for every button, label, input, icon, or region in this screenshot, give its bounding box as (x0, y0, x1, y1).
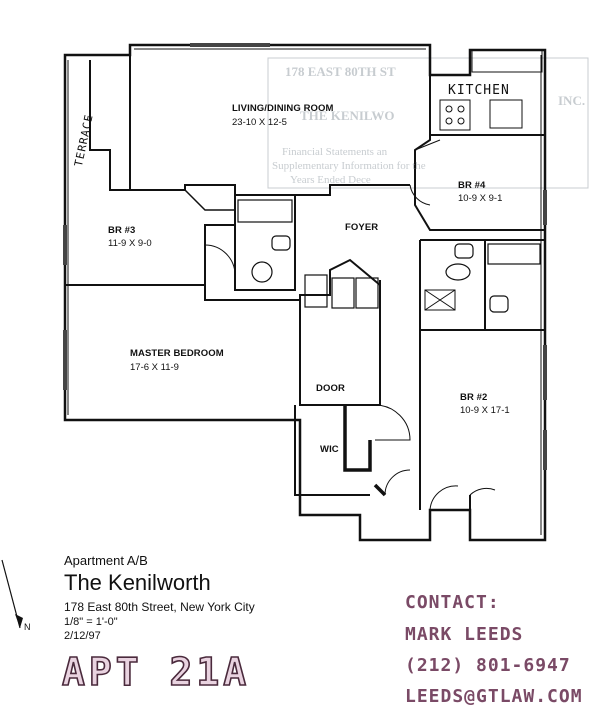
closets (299, 280, 381, 406)
toilet-east-1 (454, 243, 474, 259)
bathtub-east (487, 243, 541, 265)
br3-door (184, 189, 235, 211)
sink-east (445, 263, 471, 281)
room-dims-br3: 11-9 X 9-0 (108, 238, 152, 249)
building-name: The Kenilworth (64, 570, 211, 595)
bath-west-wall (234, 195, 296, 291)
room-dims-living: 23-10 X 12-5 (232, 117, 287, 128)
room-name-br4: BR #4 (458, 180, 486, 191)
bath-east-walls (419, 239, 545, 331)
closet-3 (355, 277, 379, 309)
apartment-subtitle: Apartment A/B (64, 553, 148, 568)
building-address: 178 East 80th Street, New York City (64, 600, 255, 614)
bleed-text-1: 178 EAST 80TH ST (285, 64, 396, 79)
bleed-text-4: Supplementary Information for the (272, 160, 426, 172)
bleed-text-5: Years Ended Dece (290, 174, 371, 186)
bleed-text-6: INC. (558, 93, 586, 108)
kitchen-sink (489, 99, 523, 129)
compass-arrow (1, 559, 23, 629)
br2-door-swings (429, 485, 496, 511)
label-door: DOOR (316, 383, 345, 394)
contact-email: LEEDS@GTLAW.COM (405, 686, 583, 707)
closet-2 (331, 277, 355, 309)
apartment-number-stamp: APT 21A (61, 649, 251, 695)
room-name-living: LIVING/DINING ROOM (232, 103, 334, 114)
br4-wall (414, 135, 545, 231)
wic-door-swing (374, 404, 411, 441)
br2-wall (419, 330, 471, 510)
sink-west (251, 261, 273, 283)
closet-1 (304, 274, 328, 308)
room-name-master: MASTER BEDROOM (130, 348, 224, 359)
wic-thick-wall (343, 405, 372, 472)
room-dims-br4: 10-9 X 9-1 (458, 193, 503, 204)
bleed-text-2: THE KENILWO (300, 108, 395, 123)
label-kitchen: KITCHEN (448, 83, 510, 98)
stove (439, 99, 471, 131)
terrace-wall (89, 55, 131, 191)
contact-phone: (212) 801-6947 (405, 655, 571, 676)
wic-wall (294, 405, 370, 496)
room-dims-br2: 10-9 X 17-1 (460, 405, 510, 416)
walls (63, 43, 547, 542)
room-name-br3: BR #3 (108, 225, 136, 236)
wic-lower-door (384, 469, 411, 496)
fridge-counter (471, 49, 543, 73)
bath-west-door-swing (204, 244, 236, 276)
br4-door-swing (409, 139, 441, 206)
label-foyer: FOYER (345, 222, 379, 233)
bathtub-west (237, 199, 293, 223)
contact-name: MARK LEEDS (405, 624, 524, 645)
living-lower-wall (130, 184, 410, 196)
label-wic: WIC (320, 444, 339, 455)
plan-scale: 1/8" = 1'-0" (64, 616, 118, 628)
shower-east (424, 289, 456, 311)
toilet-west (271, 235, 291, 251)
room-dims-master: 17-6 X 11-9 (130, 362, 179, 373)
contact-heading: CONTACT: (405, 592, 500, 613)
room-name-br2: BR #2 (460, 392, 488, 403)
compass-north-label: N (24, 622, 31, 632)
bleed-through-box (267, 57, 589, 189)
plan-date: 2/12/97 (64, 630, 101, 642)
toilet-east-2 (489, 295, 509, 313)
bleed-text-3: Financial Statements an (282, 146, 388, 158)
